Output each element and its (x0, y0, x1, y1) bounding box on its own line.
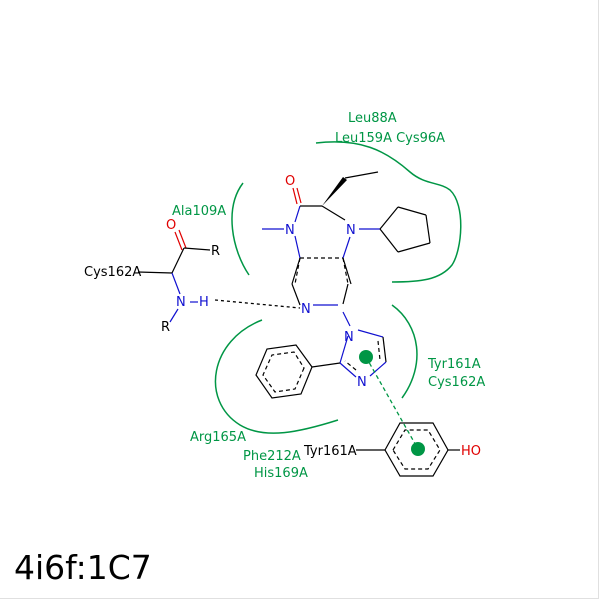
atom-h: H (199, 295, 209, 310)
pocket-arc-tyr161 (391, 304, 418, 399)
residue-ala109a: Ala109A (172, 204, 226, 219)
atom-n4: N (344, 330, 354, 345)
atom-o-backbone: O (166, 218, 176, 233)
imidazole-centroid (359, 350, 373, 364)
wedge-bond (322, 177, 347, 206)
atom-n1: N (285, 223, 295, 238)
atom-ho: HO (461, 444, 481, 459)
residue-cys162a: Cys162A (428, 375, 485, 390)
structure-id-title: 4i6f:1C7 (14, 548, 152, 587)
residue-leu88a: Leu88A (348, 111, 397, 126)
pi-pi-stacking (365, 356, 419, 450)
atom-n5: N (357, 375, 367, 390)
atom-o-carbonyl: O (285, 174, 295, 189)
atom-n-backbone: N (176, 295, 186, 310)
residue-arg165a: Arg165A (190, 430, 246, 445)
hydrogen-bond (214, 299, 301, 309)
atom-n3: N (301, 302, 311, 317)
backbone-r-bottom: R (161, 320, 170, 335)
backbone-cys162a: Cys162A (84, 265, 141, 280)
pocket-arc-arg165 (214, 319, 339, 434)
pocket-arc-leu88 (315, 141, 462, 283)
residue-his169a: His169A (254, 466, 308, 481)
backbone-tyr161a: Tyr161A (303, 444, 357, 459)
residue-tyr161a: Tyr161A (427, 357, 481, 372)
phenyl-ring (255, 344, 313, 399)
residue-phe212a: Phe212A (243, 449, 301, 464)
ligand-bonds (137, 171, 460, 477)
pocket-arc-ala109 (231, 182, 250, 276)
residue-leu159a-cys96a: Leu159A Cys96A (335, 131, 445, 146)
backbone-r-top: R (211, 244, 220, 259)
atom-n2: N (346, 223, 356, 238)
tyrosine-centroid (411, 442, 425, 456)
